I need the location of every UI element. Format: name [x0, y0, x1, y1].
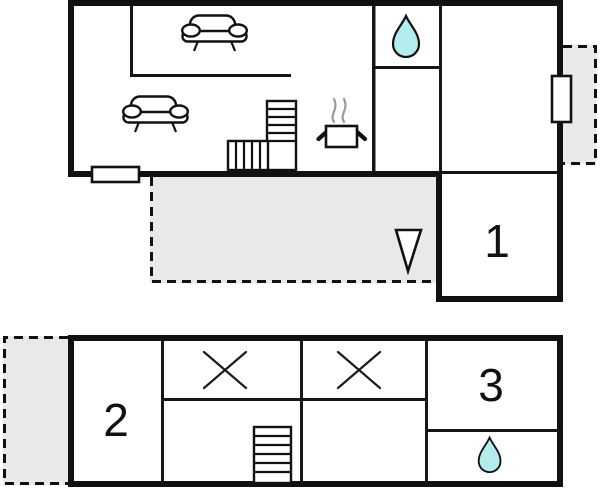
room1-wall-left — [436, 171, 442, 302]
wall-bottom — [68, 481, 563, 487]
stair-run-horizontal — [226, 139, 270, 172]
steam-line — [331, 97, 337, 124]
wall-right — [557, 0, 563, 302]
stove-icon — [316, 97, 368, 149]
wall-livingroom-left — [130, 6, 133, 77]
wall-room2-right — [161, 341, 164, 481]
wall-room3-left — [425, 341, 428, 481]
water-drop-icon — [391, 14, 421, 59]
room1-wall-top — [442, 171, 557, 174]
wall-bedroom-left — [439, 6, 442, 171]
wall-middle-horizontal — [161, 398, 428, 401]
wall-room3-bathroom — [425, 429, 563, 432]
lower-floor: 2 3 — [3, 335, 563, 487]
wall-left — [68, 0, 74, 177]
wall-left — [68, 335, 74, 487]
wall-top — [68, 335, 563, 341]
room-1-label: 1 — [484, 215, 510, 267]
upper-interior-walls — [130, 6, 557, 174]
room-2-label: 2 — [103, 394, 129, 446]
balcony-area — [3, 336, 68, 485]
water-drop-shape — [477, 436, 502, 474]
stair-run-vertical — [265, 99, 298, 172]
sofa-icon — [121, 95, 190, 134]
terrace-area — [150, 177, 436, 283]
door-symbol — [550, 74, 573, 124]
wall-bottom-left — [68, 171, 441, 177]
wall-livingroom-bottom — [130, 74, 291, 77]
lower-interior-walls — [161, 341, 563, 481]
pot-body — [324, 124, 359, 149]
window-cross-icon — [202, 350, 248, 390]
wall-right — [557, 335, 563, 487]
staircase-icon — [226, 99, 298, 172]
water-drop-icon — [477, 436, 502, 474]
lower-outer-walls — [68, 335, 563, 487]
wall-bathroom-bottom — [372, 66, 442, 69]
upper-outer-walls — [68, 0, 563, 302]
sofa-icon — [180, 14, 249, 53]
room1-wall-bottom — [436, 296, 563, 302]
entrance-arrow-icon — [394, 228, 423, 276]
window-symbol — [90, 165, 141, 184]
terrace-dashed-border — [150, 177, 436, 283]
room-3-label: 3 — [478, 359, 504, 411]
staircase-icon — [252, 425, 293, 485]
steam-line — [341, 97, 347, 124]
upper-floor: 1 — [68, 0, 597, 302]
side-terrace-dashed-border — [563, 45, 597, 165]
window-cross-icon — [336, 350, 382, 390]
wall-bathroom-left — [372, 6, 376, 171]
wall-center — [300, 341, 303, 481]
balcony-dashed-border — [3, 336, 68, 485]
wall-top — [68, 0, 563, 6]
